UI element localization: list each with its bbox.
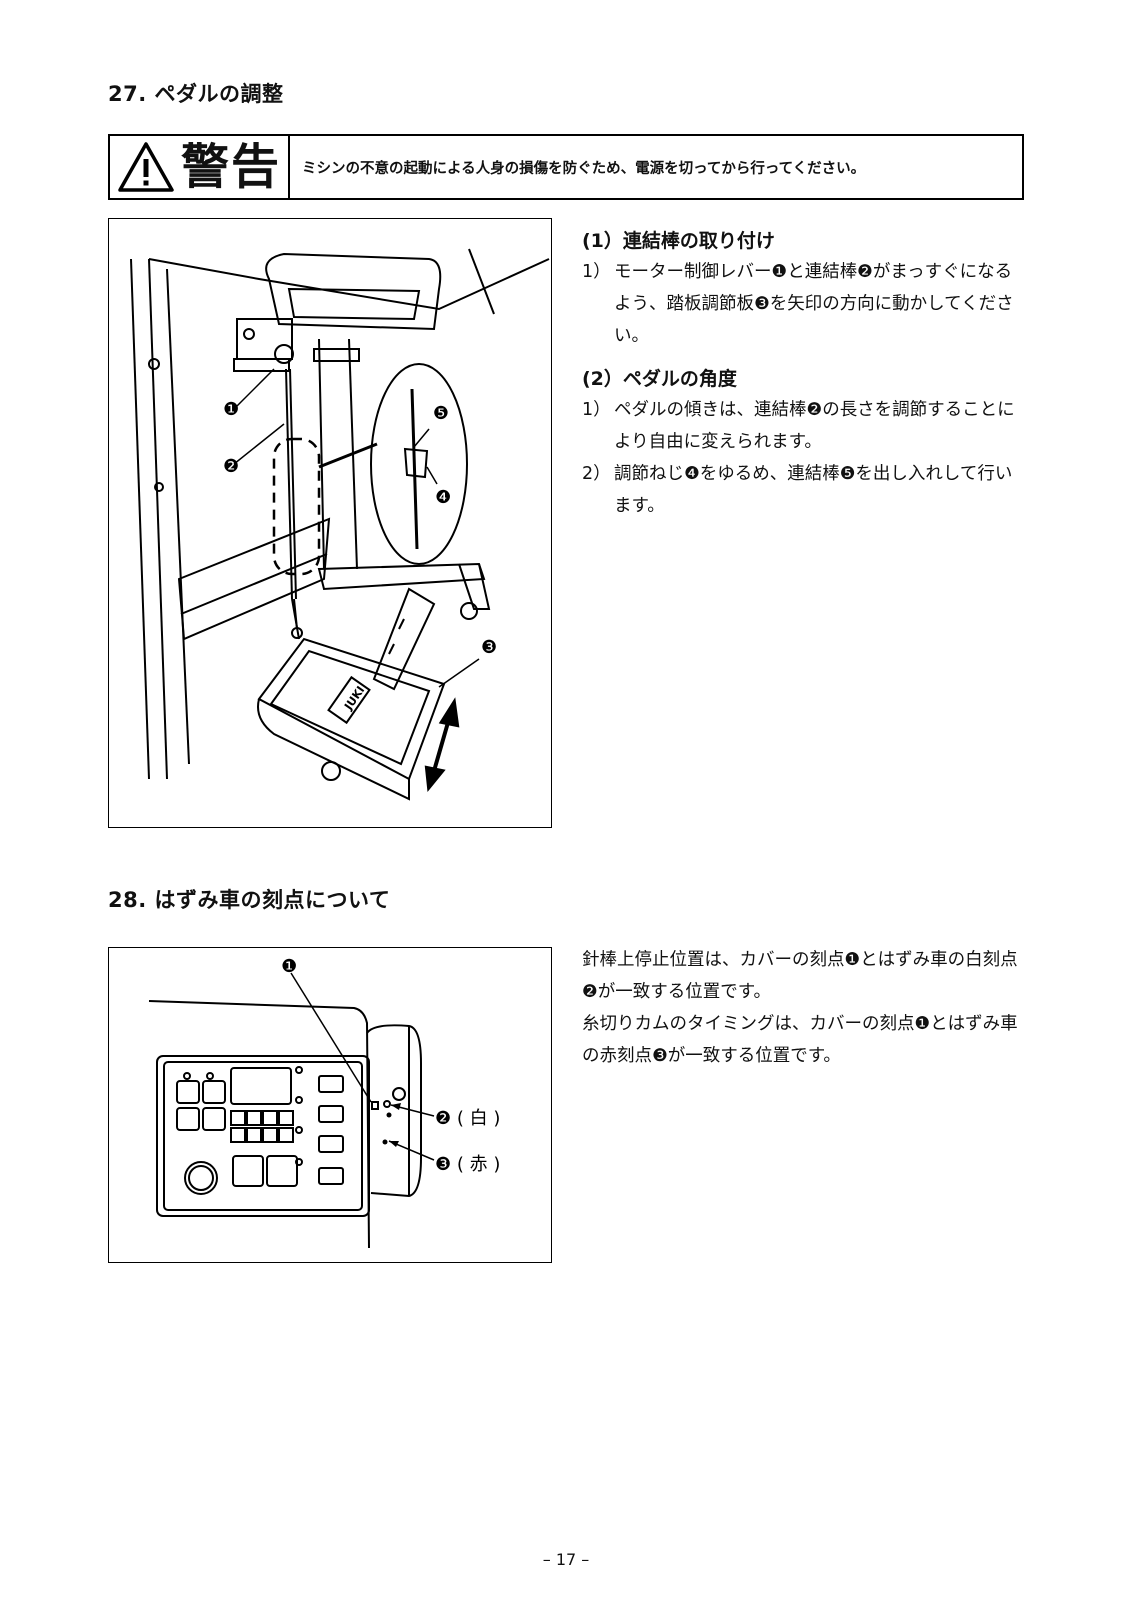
list-item: 1） ペダルの傾きは、連結棒❷の長さを調節することにより自由に変えられます。 — [582, 400, 1015, 452]
callout-5: ❺ — [433, 403, 449, 424]
handwheel-figure: ❶ ❷ ( 白 ) ❸ ( 赤 ) — [108, 947, 552, 1263]
red-mark-label: ❸ ( 赤 ) — [435, 1154, 500, 1175]
callout-2: ❷ — [223, 456, 239, 477]
paragraph: 糸切りカムのタイミングは、カバーの刻点❶とはずみ車の赤刻点❸が一致する位置です。 — [582, 1014, 1018, 1066]
section-27-text: (1）連結棒の取り付け 1） モーター制御レバー❶と連結棒❷がまっすぐになるよう… — [582, 222, 1022, 522]
warning-text: ミシンの不意の起動による人身の損傷を防ぐため、電源を切ってから行ってください。 — [302, 160, 866, 177]
warning-triangle-icon — [118, 142, 174, 192]
pedal-illustration: ❶ ❷ ❸ ❹ ❺ JUKI — [130, 248, 550, 801]
pedal-figure: ❶ ❷ ❸ ❹ ❺ JUKI — [108, 218, 552, 828]
callout-4: ❹ — [435, 487, 451, 508]
list-item: 1） モーター制御レバー❶と連結棒❷がまっすぐになるよう、踏板調節板❸を矢印の方… — [582, 262, 1014, 346]
subsection-1-heading: (1）連結棒の取り付け — [582, 230, 775, 252]
list-item: 2） 調節ねじ❹をゆるめ、連結棒❺を出し入れして行います。 — [582, 464, 1013, 516]
paragraph: 針棒上停止位置は、カバーの刻点❶とはずみ車の白刻点❷が一致する位置です。 — [582, 950, 1018, 1002]
callout-1: ❶ — [223, 399, 239, 420]
handwheel-callout-1: ❶ — [281, 956, 297, 977]
subsection-2-heading: (2）ペダルの角度 — [582, 368, 737, 390]
callout-3: ❸ — [481, 637, 497, 658]
section-28-title: 28. はずみ車の刻点について — [108, 888, 391, 912]
warning-label-area: 警告 — [110, 136, 290, 198]
warning-box: 警告 ミシンの不意の起動による人身の損傷を防ぐため、電源を切ってから行ってくださ… — [108, 134, 1024, 200]
handwheel-illustration: ❶ ❷ ( 白 ) ❸ ( 赤 ) — [148, 956, 500, 1249]
page-number: – 17 – — [542, 1550, 590, 1569]
section-28-text: 針棒上停止位置は、カバーの刻点❶とはずみ車の白刻点❷が一致する位置です。 糸切り… — [582, 944, 1022, 1072]
white-mark-label: ❷ ( 白 ) — [435, 1108, 500, 1129]
warning-label: 警告 — [180, 139, 281, 195]
section-27-title: 27. ペダルの調整 — [108, 82, 284, 106]
